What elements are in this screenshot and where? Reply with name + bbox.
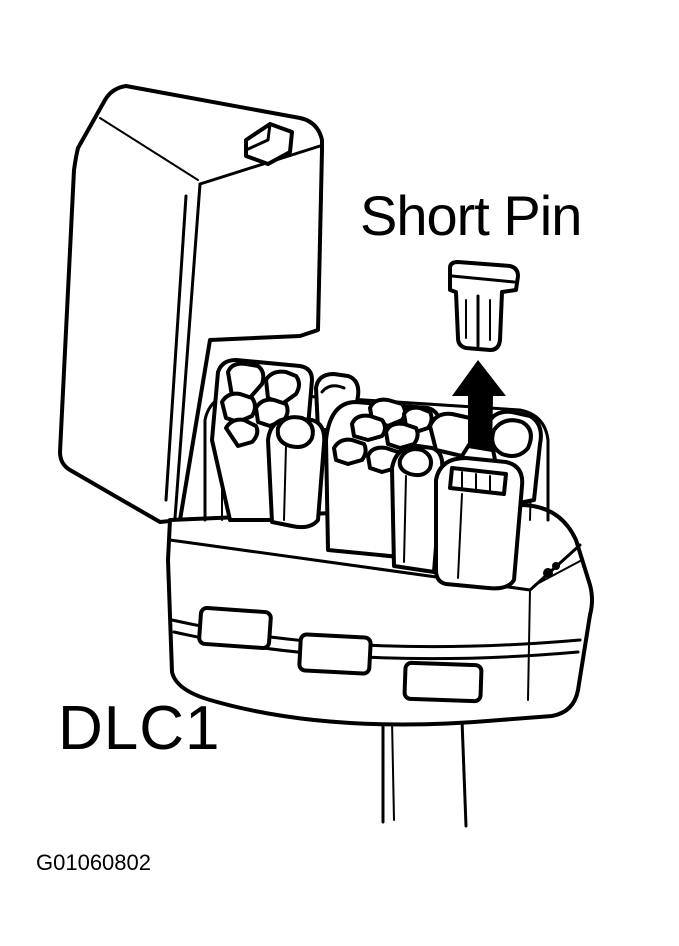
housing-clip [402, 660, 484, 704]
housing-clip [297, 632, 373, 676]
terminal-block [390, 444, 445, 574]
connector-cable [381, 713, 468, 828]
terminal-block [266, 415, 327, 530]
short-pin-label: Short Pin [360, 184, 582, 247]
connector-lid [58, 84, 324, 524]
connector-label: DLC1 [58, 694, 221, 763]
short-pin [448, 260, 520, 352]
housing-clip [197, 606, 273, 650]
up-arrow-icon [452, 360, 506, 452]
terminal-block [434, 456, 525, 591]
figure-id-label: G01060802 [36, 850, 151, 875]
terminal-blocks [210, 358, 543, 591]
terminal-block [428, 409, 543, 508]
